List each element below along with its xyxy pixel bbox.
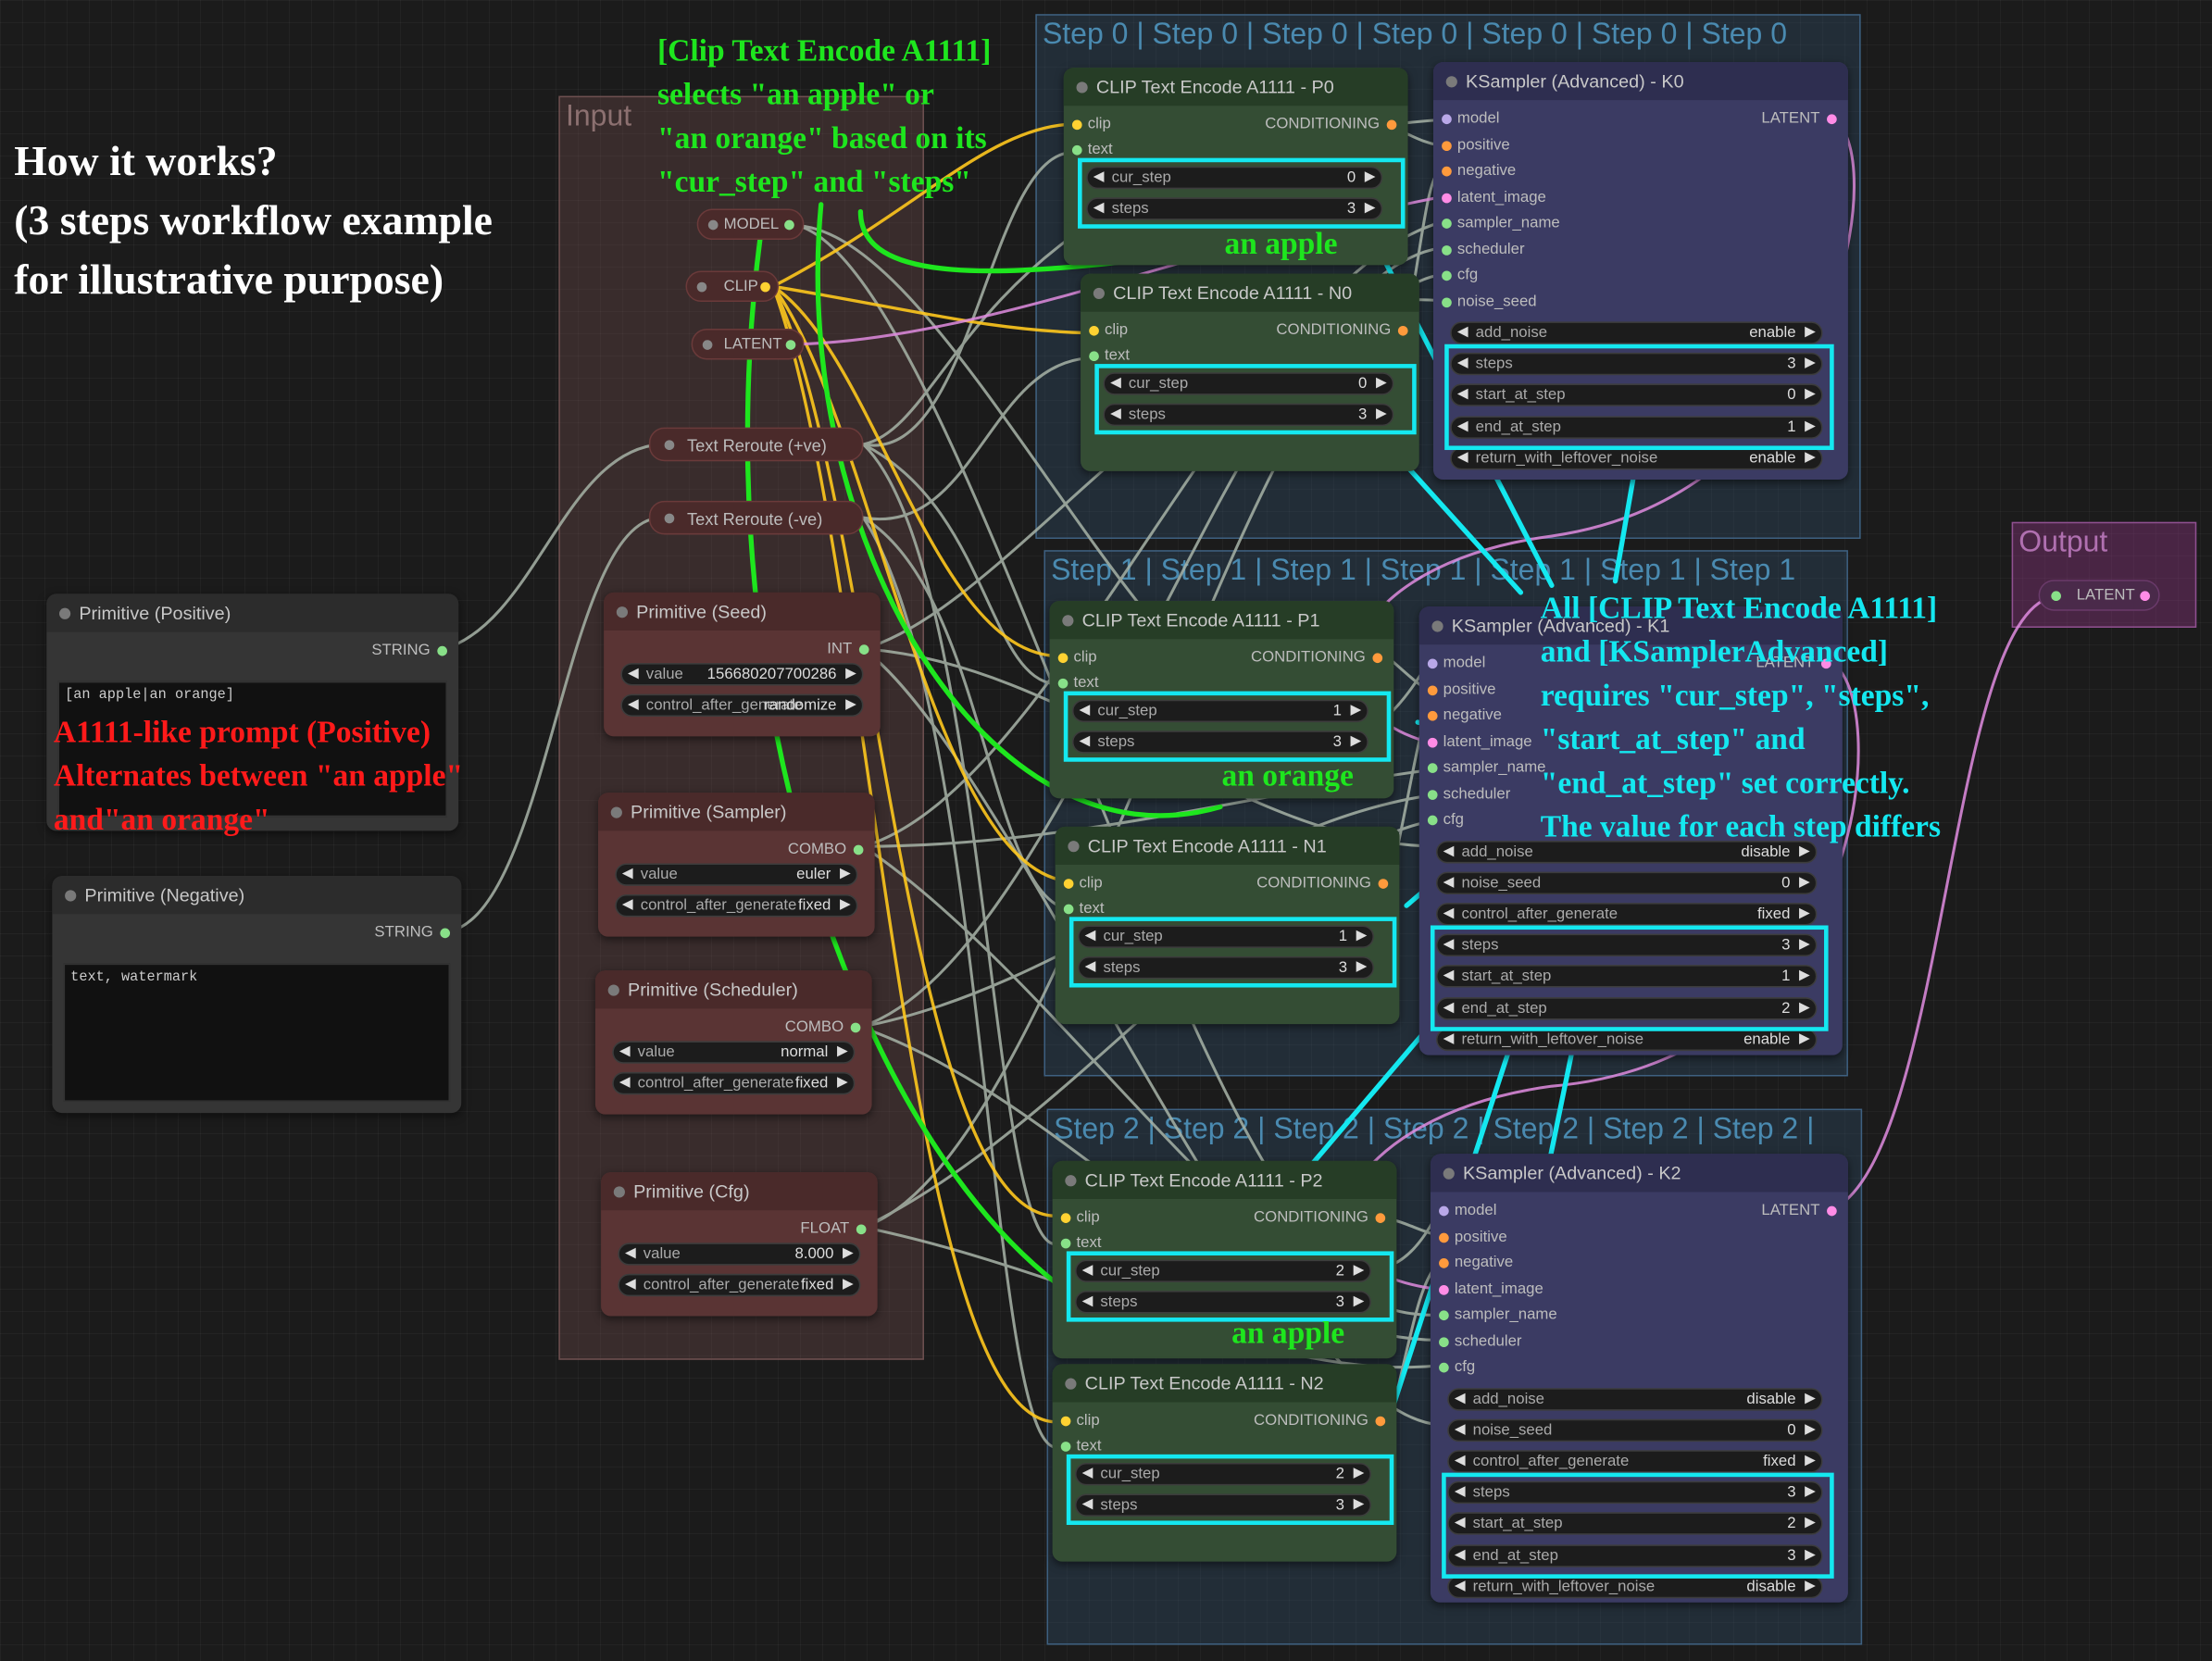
highlight-box: [1444, 344, 1834, 450]
group-title: Input: [565, 100, 632, 133]
text-reroute-positive[interactable]: Text Reroute (+ve): [648, 427, 864, 462]
highlight-box: [1430, 925, 1829, 1031]
group-title: Step 2 | Step 2 | Step 2 | Step 2 | Step…: [1054, 1113, 1815, 1146]
output-latent-node[interactable]: LATENT: [2038, 580, 2160, 611]
highlight-box: [1066, 1251, 1394, 1322]
node-title: Primitive (Cfg): [633, 1180, 750, 1203]
highlight-box: [1094, 364, 1417, 435]
group-title: Step 1 | Step 1 | Step 1 | Step 1 | Step…: [1051, 554, 1796, 587]
node-title: KSampler (Advanced) - K0: [1466, 70, 1684, 93]
node-title: Primitive (Negative): [84, 884, 245, 906]
highlight-box: [1063, 691, 1392, 762]
node-title: KSampler (Advanced) - K1: [1451, 615, 1670, 637]
group-title: Output: [2018, 526, 2108, 559]
node-title: CLIP Text Encode A1111 - P1: [1081, 609, 1320, 631]
highlight-box: [1069, 917, 1397, 988]
node-title: Primitive (Seed): [636, 601, 768, 622]
reroute-clip[interactable]: CLIP: [685, 270, 780, 303]
reroute-latent[interactable]: LATENT: [691, 328, 805, 360]
node-title: KSampler (Advanced) - K2: [1462, 1162, 1681, 1184]
primitive-negative-node[interactable]: Primitive (Negative) STRING text, waterm…: [52, 876, 462, 1114]
annotation-orange-step1: an orange: [1221, 757, 1354, 793]
annotation-positive-prompt: A1111-like prompt (Positive)Alternates b…: [53, 713, 464, 837]
positive-prompt-textarea[interactable]: [an apple|an orange]: [57, 681, 447, 818]
highlight-box: [1442, 1472, 1834, 1579]
reroute-model[interactable]: MODEL: [696, 208, 805, 241]
negative-prompt-textarea[interactable]: text, watermark: [63, 963, 451, 1102]
node-title: CLIP Text Encode A1111 - N2: [1084, 1372, 1324, 1394]
node-title: CLIP Text Encode A1111 - P2: [1084, 1169, 1323, 1191]
primitive-positive-node[interactable]: Primitive (Positive) STRING [an apple|an…: [46, 593, 459, 831]
node-title: Primitive (Scheduler): [628, 979, 798, 1001]
node-title: CLIP Text Encode A1111 - P0: [1095, 76, 1334, 98]
highlight-box: [1066, 1454, 1394, 1526]
annotation-apple-step2: an apple: [1231, 1314, 1345, 1351]
text-reroute-negative[interactable]: Text Reroute (-ve): [648, 500, 864, 535]
node-title: Primitive (Sampler): [631, 801, 787, 823]
annotation-requires: All [CLIP Text Encode A1111]and [KSample…: [1540, 589, 1942, 844]
node-title: Primitive (Positive): [79, 602, 231, 624]
annotation-apple-step0: an apple: [1224, 225, 1338, 261]
node-title: CLIP Text Encode A1111 - N1: [1087, 834, 1327, 856]
node-title: CLIP Text Encode A1111 - N0: [1113, 281, 1353, 304]
annotation-clip-select: [Clip Text Encode A1111]selects "an appl…: [656, 32, 992, 199]
group-title: Step 0 | Step 0 | Step 0 | Step 0 | Step…: [1042, 18, 1788, 51]
highlight-box: [1078, 157, 1406, 229]
